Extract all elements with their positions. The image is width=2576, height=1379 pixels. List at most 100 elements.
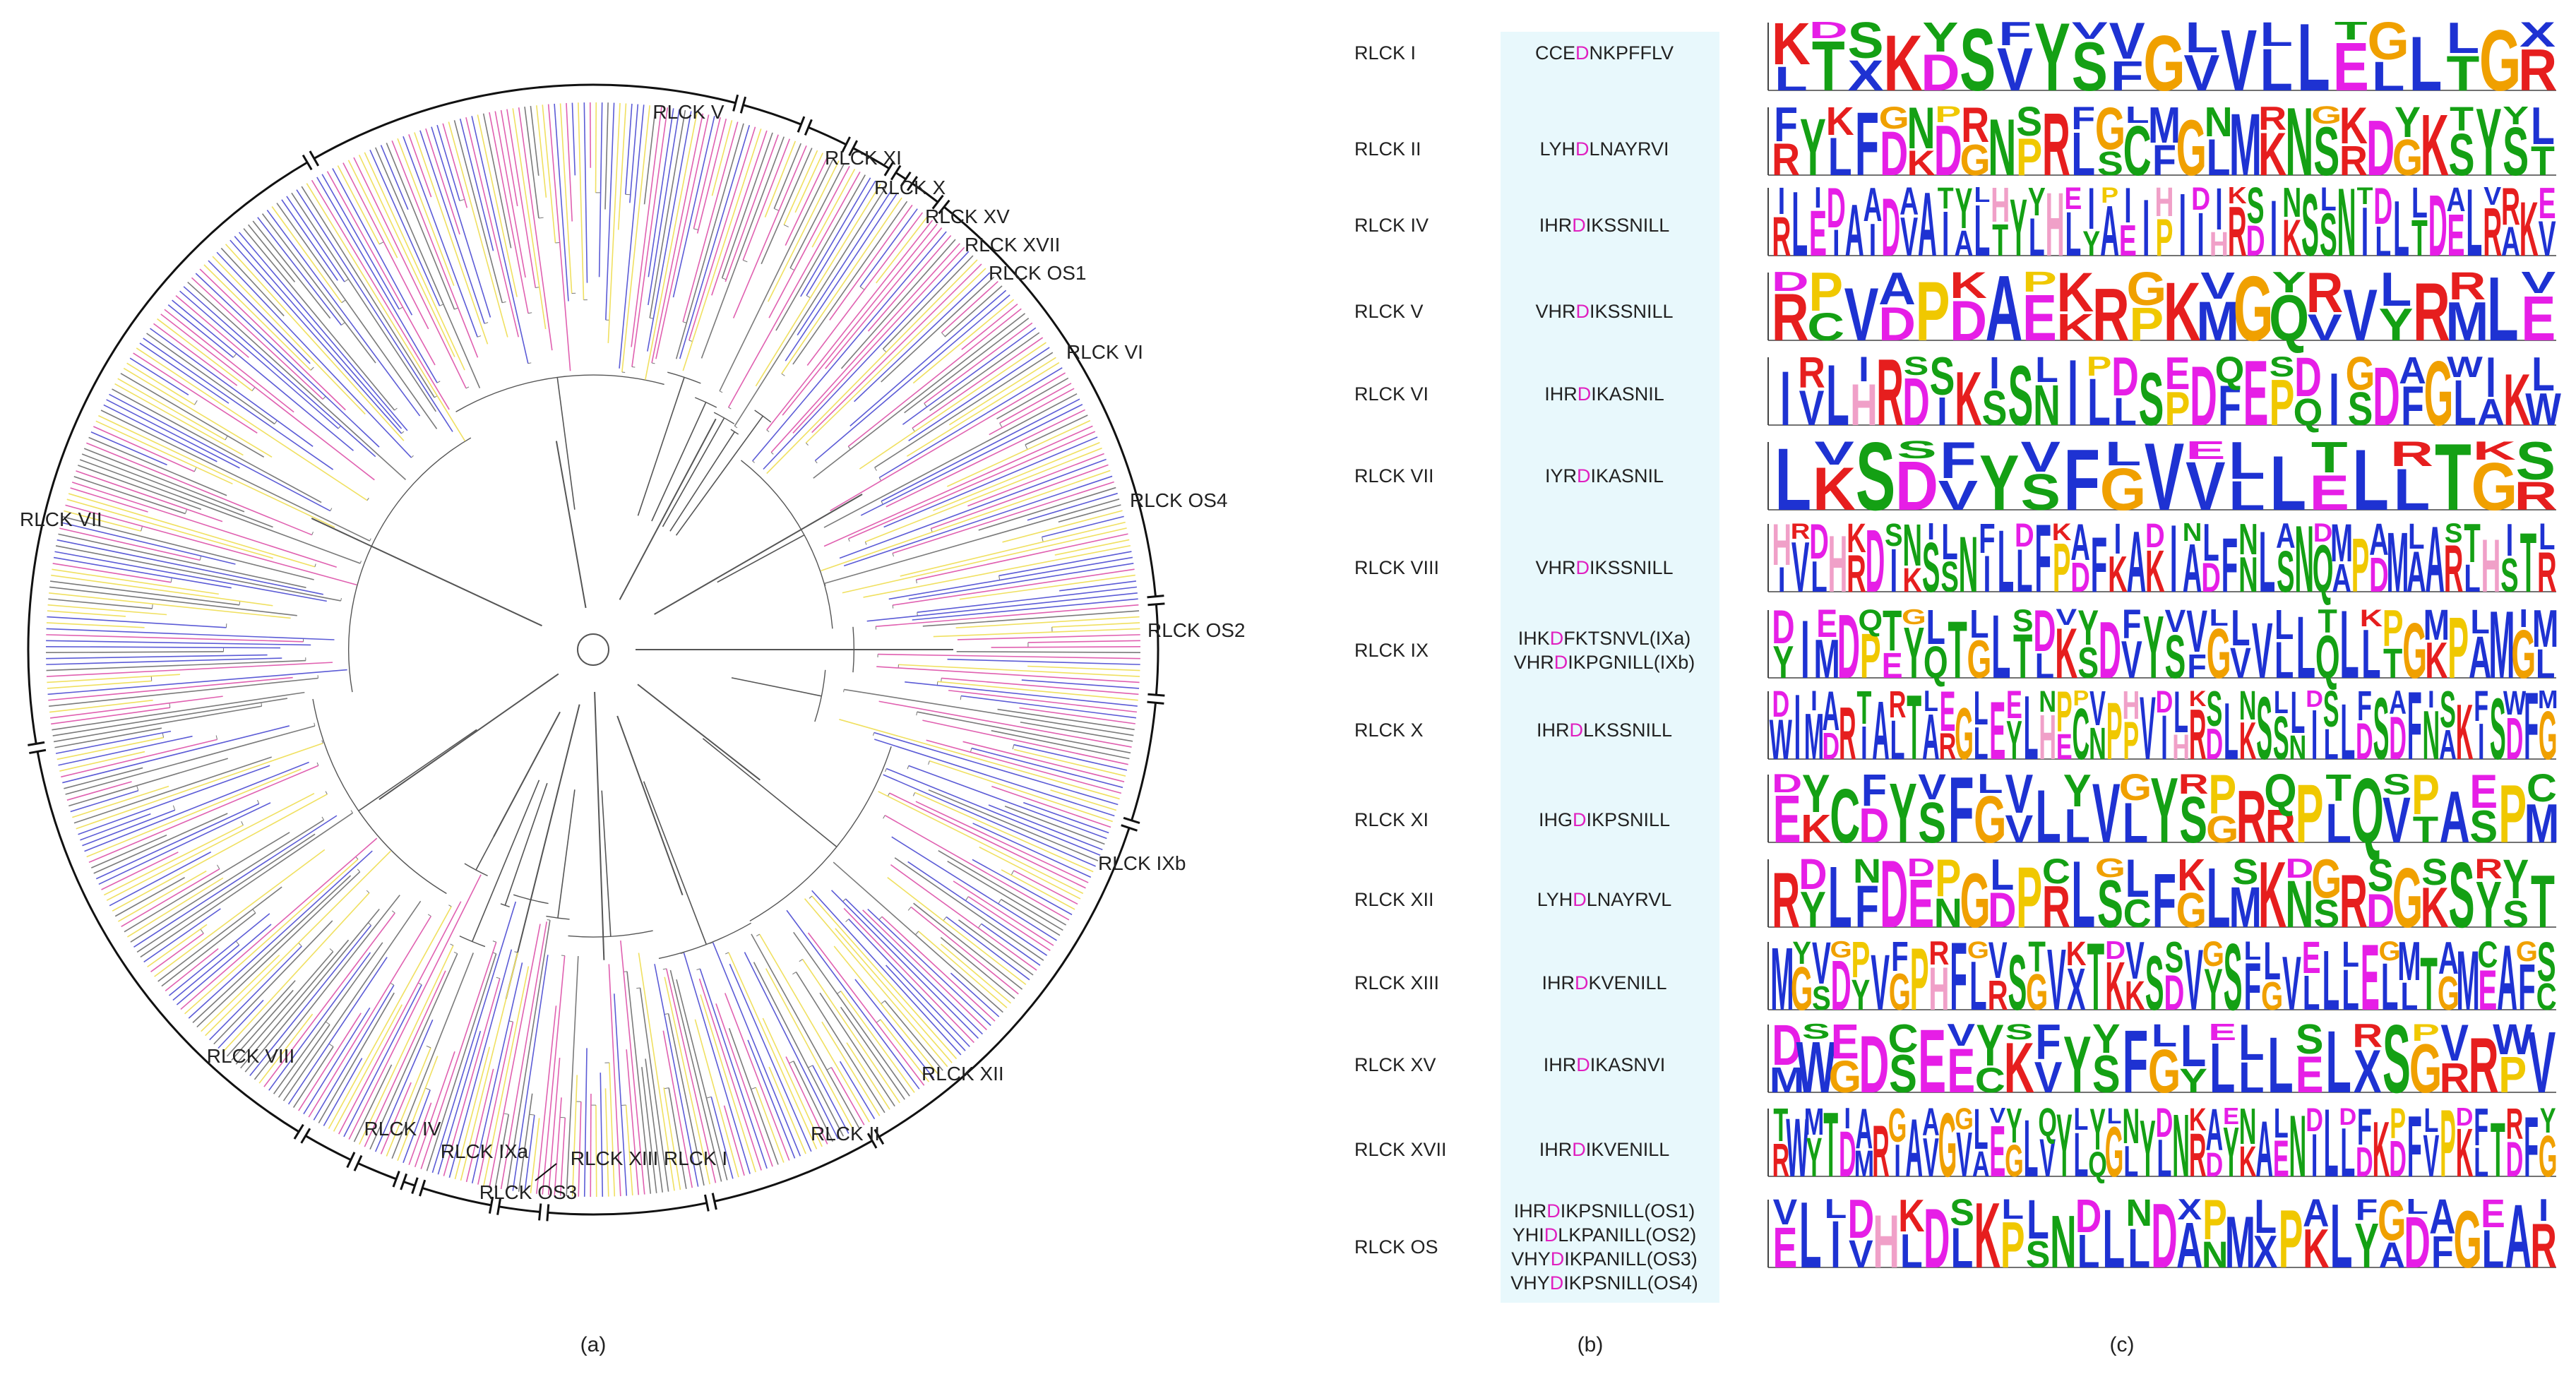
- logo-letter: D: [1831, 947, 1852, 1026]
- tree-leaf: [123, 367, 273, 458]
- logo-letter: L: [2024, 1103, 2039, 1194]
- logo-letter: K: [2339, 96, 2368, 154]
- logo-letter: P: [2270, 366, 2295, 440]
- logo-letter: L: [1969, 602, 1988, 646]
- logo-letter: F: [1950, 922, 1967, 1030]
- tree-leaf: [806, 180, 876, 296]
- tree-leaf: [143, 908, 221, 963]
- tree-node-link: [436, 381, 441, 383]
- tree-leaf: [559, 103, 573, 294]
- tree-leaf: [82, 809, 176, 847]
- tree-leaf: [767, 160, 840, 302]
- logo-letter: A: [1972, 1145, 1990, 1184]
- catalytic-aspartate: D: [1576, 1054, 1590, 1075]
- logo-letter: W: [1786, 1102, 1808, 1195]
- tree-leaf: [1001, 869, 1075, 910]
- logo-letter: T: [2357, 181, 2373, 209]
- logo-letter: F: [2407, 671, 2422, 780]
- logo-letter: V: [2528, 1013, 2556, 1111]
- tree-leaf: [638, 953, 675, 1191]
- logo-letter: L: [1974, 1097, 1988, 1162]
- logo-letter: A: [1922, 1099, 1940, 1144]
- logo-letter: R: [2483, 193, 2502, 271]
- motif-prefix: CCE: [1535, 42, 1575, 64]
- clade-arc: [347, 437, 472, 693]
- logo-letter: V: [1791, 528, 1810, 607]
- logo-letter: L: [2152, 1017, 2177, 1053]
- tree-leaf: [46, 645, 280, 649]
- logo-letter: K: [1813, 455, 1856, 523]
- motif-sequence: IHGDIKPSNILL: [1539, 809, 1670, 830]
- tree-leaf: [348, 874, 482, 1140]
- logo-letter: L: [1825, 1193, 1847, 1224]
- tree-leaf: [213, 920, 333, 1045]
- tree-leaf: [231, 989, 294, 1061]
- logo-letter: W: [2525, 383, 2561, 435]
- tree-leaf: [55, 730, 172, 754]
- logo-letter: Y: [2379, 299, 2414, 350]
- tree-leaf: [595, 102, 597, 193]
- logo-letter: V: [1956, 1119, 1972, 1190]
- tree-leaf: [208, 260, 311, 364]
- tree-leaf: [795, 972, 886, 1114]
- tree-leaf: [316, 177, 438, 383]
- logo-letter: I: [1927, 518, 1935, 544]
- tree-leaf: [937, 681, 1138, 701]
- logo-letter: I: [2311, 1121, 2318, 1189]
- logo-letter: M: [2456, 933, 2479, 1027]
- tree-node-link: [232, 353, 237, 358]
- logo-letter: D: [2456, 1103, 2474, 1131]
- tree-leaf: [408, 1102, 432, 1166]
- logo-letter: G: [1902, 605, 1926, 629]
- logo-letter: N: [2122, 1098, 2140, 1154]
- logo-letter: L: [2274, 1100, 2289, 1147]
- logo-letter: P: [2498, 768, 2527, 860]
- logo-letter: P: [1916, 265, 1950, 359]
- logo-letter: S: [1930, 346, 1955, 407]
- tree-node-link: [401, 431, 405, 434]
- tree-leaf: [54, 727, 162, 748]
- tree-leaf: [783, 150, 818, 225]
- tree-node-link: [881, 1000, 886, 1005]
- logo-letter: R: [2518, 37, 2557, 103]
- logo-letter: L: [1974, 183, 1990, 207]
- clade-stem: [601, 790, 612, 937]
- logo-letter: V: [1799, 381, 1825, 436]
- tree-leaf: [56, 736, 164, 760]
- tree-leaf: [397, 1056, 439, 1162]
- tree-leaf: [93, 813, 228, 874]
- tree-leaf: [205, 850, 391, 1037]
- tree-leaf: [874, 352, 1054, 468]
- logo-letter: Y: [2476, 89, 2502, 196]
- clade-bracket: [808, 126, 847, 146]
- logo-letter: M: [1804, 700, 1824, 773]
- logo-letter: L: [2375, 217, 2391, 265]
- tree-node-link: [774, 208, 780, 211]
- clade-label-os1: RLCK OS1: [989, 262, 1087, 284]
- logo-letter: R: [1961, 97, 1989, 153]
- tree-leaf: [979, 846, 1081, 900]
- tree-node-link: [814, 460, 818, 464]
- rlck-row-label: RLCK V: [1354, 301, 1424, 322]
- clade-label-os2: RLCK OS2: [1147, 619, 1246, 641]
- tree-leaf: [682, 121, 739, 323]
- motif-sequence: IHRDKVENILL: [1542, 972, 1666, 993]
- tree-leaf: [811, 890, 962, 1056]
- logo-letter: P: [2016, 850, 2042, 946]
- logo-letter: G: [2539, 1123, 2558, 1189]
- logo-letter: Y: [2395, 99, 2421, 147]
- tree-leaf: [296, 189, 453, 432]
- logo-letter: L: [2324, 721, 2339, 769]
- tree-leaf: [160, 314, 375, 481]
- tree-leaf: [859, 342, 1046, 470]
- tree-leaf: [679, 125, 751, 359]
- tree-leaf: [631, 106, 662, 347]
- logo-letter: S: [2323, 681, 2339, 738]
- tree-leaf: [981, 923, 1041, 966]
- tree-leaf: [459, 119, 494, 251]
- logo-letter: L: [1951, 1217, 1974, 1280]
- tree-node-link: [805, 442, 809, 446]
- clade-arc: [312, 698, 447, 895]
- tree-leaf: [71, 482, 337, 568]
